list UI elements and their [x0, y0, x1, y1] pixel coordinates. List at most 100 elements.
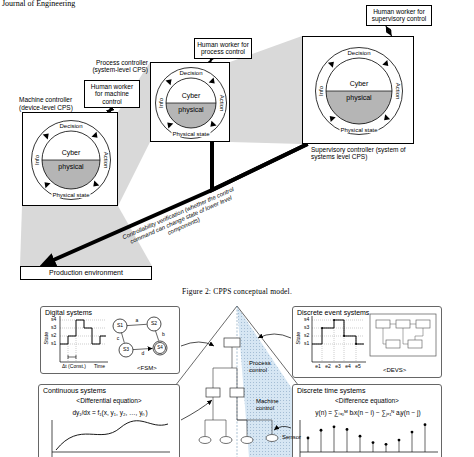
node-text: Human worker for supervisory control — [369, 8, 429, 23]
node-text: Cyber — [31, 149, 111, 156]
state-tick: s3 — [304, 325, 309, 331]
human-worker-box: Human worker for process control — [194, 38, 252, 59]
event-tick: e4 — [345, 364, 351, 370]
drawing-path — [56, 421, 168, 450]
drawing-path — [312, 320, 364, 344]
fsm-state: S4 — [157, 346, 163, 351]
sample-stem — [334, 427, 335, 452]
fsm-event: d — [142, 351, 145, 357]
cycle-arrowhead — [92, 132, 98, 138]
drawing-rect — [38, 384, 180, 457]
drawing-path — [122, 324, 159, 349]
node-text: Production environment — [23, 269, 149, 277]
node-text: Digital systems — [45, 309, 92, 316]
sample-dot — [385, 443, 388, 446]
cps-cycle-circle: CyberphysicalDecisionActionPhysical stat… — [31, 120, 111, 200]
node-text: Cyber — [155, 92, 227, 99]
cycle-ring — [316, 48, 403, 135]
drawing-path — [60, 316, 108, 362]
axis-label: State — [43, 332, 49, 345]
sample-stem — [399, 440, 400, 452]
cycle-arrowhead — [209, 78, 215, 84]
node-subtext: y(n) = ∑ᵢ₌₀ᴹ bᵢx(n − i) − ∑ⱼ₌₁ᴺ aⱼy(n − … — [297, 408, 439, 417]
continuous-panel: Continuous systems<Differential equation… — [38, 384, 180, 457]
human-worker-box: Human worker for supervisory control — [366, 5, 432, 26]
drawing-g — [181, 334, 291, 430]
cycle-arrowhead — [166, 79, 172, 85]
drawing-path — [68, 355, 76, 359]
drawing-rect — [40, 306, 180, 374]
sos-cps-frame: Supervisory controller (system of system… — [302, 36, 414, 144]
cycle-step-label: Action — [219, 94, 225, 113]
drawing-rect — [370, 314, 436, 356]
axis-label: State — [295, 332, 301, 345]
drawing-rect — [224, 338, 240, 347]
sample-dot — [333, 425, 336, 428]
drawing-circle — [119, 343, 133, 357]
sample-stem — [360, 436, 361, 452]
cycle-arrowhead — [167, 122, 173, 128]
drawing-circle — [333, 319, 335, 321]
drawing-path — [181, 400, 212, 420]
drawing-circle — [113, 319, 127, 333]
drawing-ellipse — [220, 437, 232, 444]
drawing-g — [113, 317, 167, 357]
fsm-event: a — [136, 318, 139, 324]
node-text: Cyber — [315, 80, 403, 87]
cycle-step-label: Decision — [58, 123, 83, 129]
drawing-circle — [147, 317, 161, 331]
journal-header: Journal of Engineering — [2, 0, 75, 9]
cycle-step-label: Physical state — [339, 127, 378, 133]
fsm-state: S3 — [123, 347, 129, 353]
node-subtext: <Difference equation> — [293, 397, 441, 404]
drawing-path — [258, 334, 291, 338]
node-subtext: dy₁/dx = f₁(x, y₁, y₂, …, yₙ) — [43, 408, 177, 417]
sample-dot — [359, 435, 362, 438]
sample-dot — [398, 439, 401, 442]
drawing-circle — [153, 341, 167, 355]
sample-stem — [412, 432, 413, 452]
device-cps-frame: Machine controller (device-level CPS)Cyb… — [22, 112, 118, 206]
drawing-path — [312, 316, 366, 362]
node-text: Human worker for machine control — [87, 83, 137, 105]
figure-caption: Figure 2: CPPS conceptual model. — [0, 287, 474, 296]
cycle-arrowhead — [330, 116, 336, 122]
level-label: Machine control — [256, 398, 288, 411]
cycle-step-label: Action — [395, 82, 401, 101]
node-text: Discrete event systems — [297, 309, 369, 316]
fsm-state: S1 — [117, 323, 123, 329]
drawing-rect — [386, 340, 400, 348]
drawing-ellipse — [199, 437, 211, 444]
cycle-arrowhead — [210, 121, 216, 127]
drawing-path — [312, 320, 364, 362]
event-tick: e2 — [325, 364, 331, 370]
drawing-g — [321, 319, 357, 345]
cycle-step-label: Decision — [178, 70, 203, 76]
sample-dot — [320, 429, 323, 432]
fsm-event: b — [162, 332, 165, 338]
state-tick: s1 — [304, 341, 309, 347]
drawing-ellipse — [266, 435, 278, 442]
discrete-time-panel: Discrete time systems<Difference equatio… — [292, 384, 442, 457]
event-tick: e5 — [355, 364, 361, 370]
level-label: Sensor — [282, 434, 301, 441]
cps-cycle-circle: CyberphysicalDecisionActionPhysical stat… — [155, 67, 227, 139]
state-tick: s1 — [51, 341, 56, 347]
node-text: Machine controller (device-level CPS) — [19, 96, 81, 111]
edge-label: Controllability verification (whether th… — [121, 186, 241, 254]
drawing-rect — [206, 388, 220, 397]
event-tick: e3 — [335, 364, 341, 370]
sample-dot — [372, 441, 375, 444]
sample-stem — [347, 429, 348, 452]
cycle-arrowhead — [382, 60, 388, 66]
drawing-g — [199, 338, 278, 444]
drawing-rect — [230, 388, 244, 397]
drawing-rect — [292, 306, 442, 378]
cycle-step-label: Info — [34, 154, 40, 166]
drawing-rect — [396, 320, 410, 328]
drawing-path — [383, 324, 423, 344]
inner-circle — [166, 78, 216, 128]
cyber-physical-divider — [166, 103, 216, 104]
sample-stem — [321, 430, 322, 452]
state-tick: s3 — [51, 325, 56, 331]
